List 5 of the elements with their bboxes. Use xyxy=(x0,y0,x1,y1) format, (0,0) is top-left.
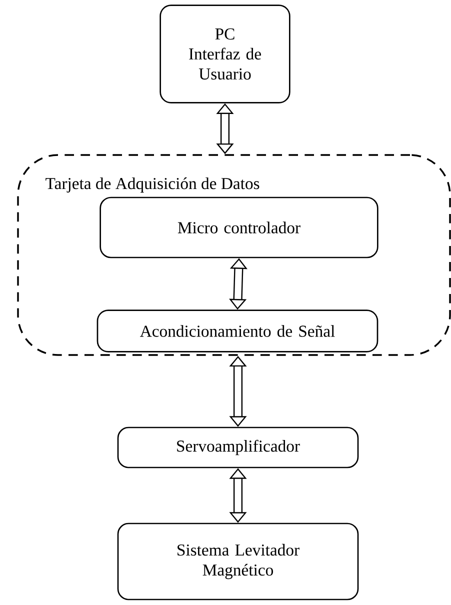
process-box: Servoamplificador xyxy=(117,426,359,468)
process-box: Sistema Levitador Magnético xyxy=(117,522,359,600)
process-box: Micro controlador xyxy=(100,196,378,258)
process-box: Acondicionamiento de Señal xyxy=(96,310,378,352)
process-box: PC Interfaz de Usuario xyxy=(160,4,290,104)
